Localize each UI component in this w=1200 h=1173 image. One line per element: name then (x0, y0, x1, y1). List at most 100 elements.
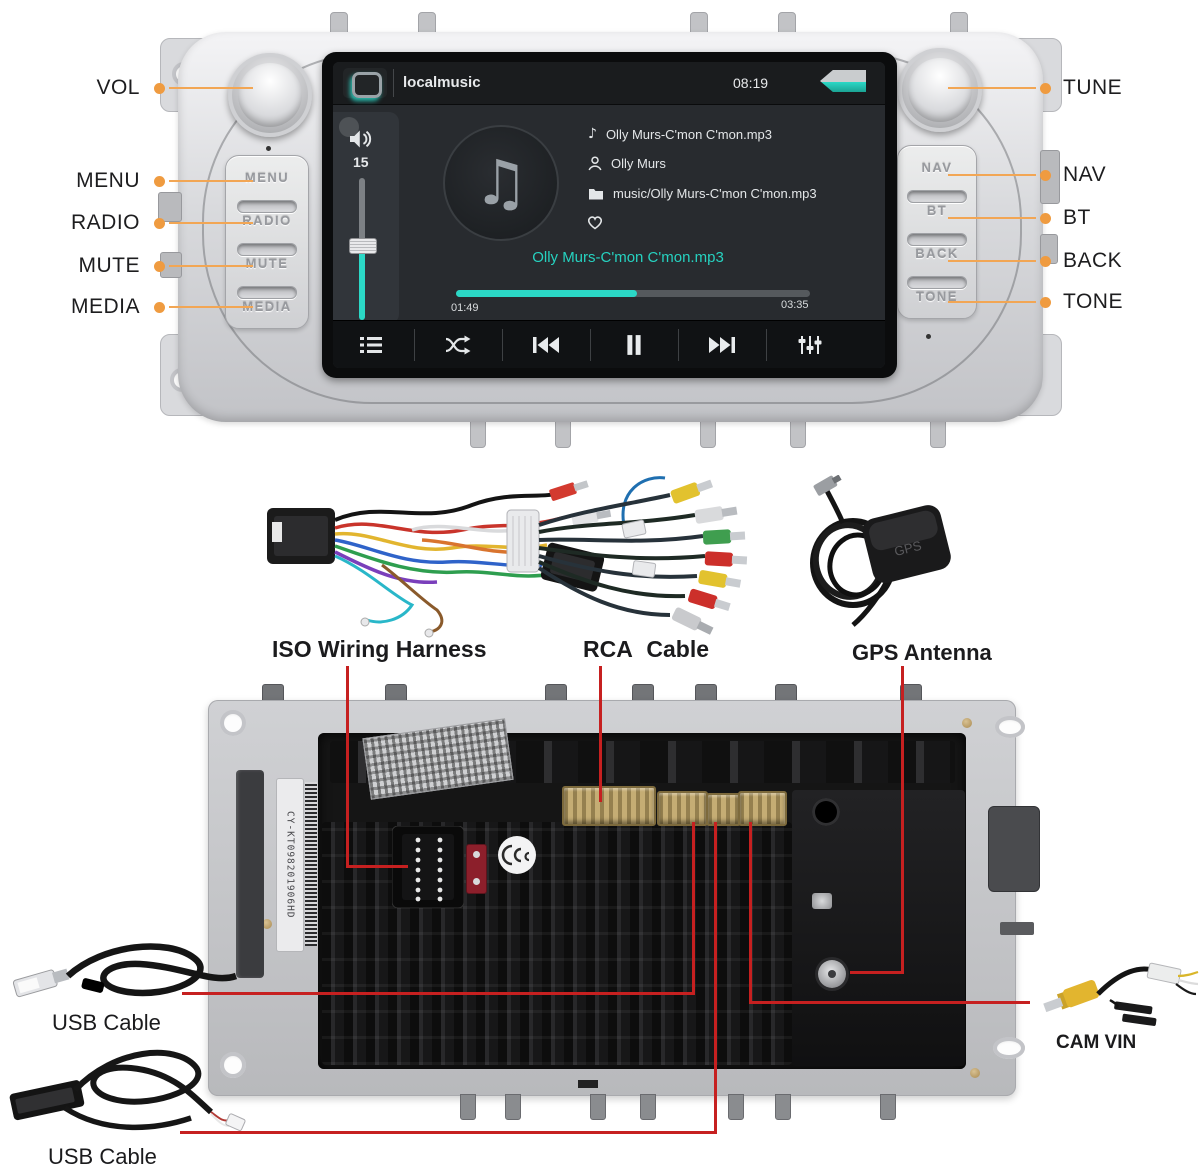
next-icon (709, 337, 735, 353)
clock: 08:19 (733, 75, 769, 91)
track-filename: Olly Murs-C'mon C'mon.mp3 (605, 126, 772, 142)
usb-cable-2-photo (9, 1049, 246, 1132)
mute-button-label: MUTE (245, 255, 289, 271)
rear-tab-bottom (640, 1094, 656, 1120)
artist-icon (588, 156, 602, 171)
ctrl-divider (590, 329, 591, 361)
media-button-label: MEDIA (242, 298, 292, 314)
topbar-divider (393, 69, 394, 97)
rear-tab-bottom (728, 1094, 744, 1120)
callout-dot (1040, 169, 1051, 181)
next-button[interactable] (694, 328, 750, 362)
artist-name: Olly Murs (611, 156, 666, 171)
rear-hole (220, 710, 246, 736)
callout-line (169, 180, 253, 182)
callout-vol-label: VOL (96, 76, 140, 99)
cam-vin-cable-photo (1043, 962, 1199, 1026)
callout-dot (154, 260, 165, 272)
radio-antenna-socket (812, 893, 832, 909)
favorite-button[interactable] (586, 214, 604, 235)
previous-button[interactable] (518, 328, 574, 362)
callout-line (169, 222, 253, 224)
button-groove (237, 286, 297, 299)
home-button[interactable] (343, 68, 387, 98)
shuffle-button[interactable] (430, 328, 486, 362)
bottom-slot (578, 1080, 598, 1088)
cam-vin-port (738, 791, 787, 826)
rear-hole (993, 1037, 1025, 1059)
equalizer-button[interactable] (782, 328, 838, 362)
ctrl-divider (678, 329, 679, 361)
callout-tune-label: TUNE (1063, 76, 1123, 99)
now-playing-title: Olly Murs-C'mon C'mon.mp3 (532, 249, 724, 266)
note-icon: ♪ (588, 126, 597, 142)
rear-hole (995, 716, 1025, 738)
spring-tab (470, 418, 486, 448)
touchscreen: localmusic 08:19 15 ♫ (333, 62, 885, 368)
callout-line (948, 217, 1036, 219)
equalizer-icon (798, 336, 822, 354)
antenna-hole (812, 798, 840, 826)
ctrl-divider (414, 329, 415, 361)
fuse (466, 844, 487, 894)
iso-harness-label: ISO Wiring Harness (272, 636, 487, 662)
serial-number: CY-KT098201906HD (284, 811, 296, 919)
screen-back-button[interactable] (820, 70, 866, 92)
spring-tab (930, 418, 946, 448)
usb-port-1 (657, 791, 708, 826)
menu-button[interactable]: MENU (226, 162, 308, 192)
track-title-row: ♪ Olly Murs-C'mon C'mon.mp3 (588, 126, 772, 142)
callout-dot (1040, 82, 1051, 94)
callout-dot (154, 82, 165, 94)
callout-dot (1040, 255, 1051, 267)
leader-line-cam-h (749, 1001, 1030, 1004)
button-groove (907, 233, 967, 246)
progress-bar[interactable] (456, 290, 810, 297)
pause-button[interactable] (606, 328, 662, 362)
iso-port (392, 826, 464, 908)
radio-button[interactable]: RADIO (226, 205, 308, 235)
leader-line-usb2-h (180, 1131, 717, 1134)
tone-button[interactable]: TONE (898, 281, 976, 311)
filepath-row: music/Olly Murs-C'mon C'mon.mp3 (588, 186, 817, 201)
screw (262, 919, 272, 929)
status-bar: localmusic 08:19 (333, 62, 885, 105)
leader-line-usb2-v (714, 822, 717, 1134)
callout-tone: TONE (948, 290, 1123, 314)
button-groove (237, 200, 297, 213)
tune-knob[interactable] (898, 48, 982, 132)
leader-line-iso-v (346, 666, 349, 868)
callout-line (169, 265, 253, 267)
radio-button-label: RADIO (242, 212, 292, 228)
back-button[interactable]: BACK (898, 238, 976, 268)
button-groove (907, 190, 967, 203)
callout-line (948, 174, 1036, 176)
volume-slider-handle[interactable] (349, 238, 377, 254)
gps-coax-connector (818, 960, 846, 988)
back-button-label: BACK (915, 245, 959, 261)
screw (970, 1068, 980, 1078)
callout-line (169, 306, 253, 308)
media-button[interactable]: MEDIA (226, 291, 308, 321)
nav-button-label: NAV (921, 159, 953, 175)
panel-dot (266, 146, 271, 151)
music-note-glyph: ♫ (473, 146, 529, 219)
button-groove (907, 276, 967, 289)
callout-tone-label: TONE (1063, 290, 1123, 313)
playlist-button[interactable] (343, 328, 399, 362)
shuffle-icon (445, 335, 471, 355)
mute-button[interactable]: MUTE (226, 248, 308, 278)
usb-cable-1-label: USB Cable (52, 1010, 161, 1035)
bt-button[interactable]: BT (898, 195, 976, 225)
spring-tab (555, 418, 571, 448)
callout-media-label: MEDIA (70, 295, 140, 318)
nav-button[interactable]: NAV (898, 152, 976, 182)
callout-dot (1040, 212, 1051, 224)
screw (962, 718, 972, 728)
callout-media: MEDIA (55, 295, 253, 319)
time-elapsed: 01:49 (451, 302, 479, 314)
volume-knob[interactable] (228, 53, 312, 137)
leader-line-usb1-h (182, 992, 695, 995)
volume-knob-cap (238, 63, 302, 127)
usb-port-2 (706, 793, 741, 826)
